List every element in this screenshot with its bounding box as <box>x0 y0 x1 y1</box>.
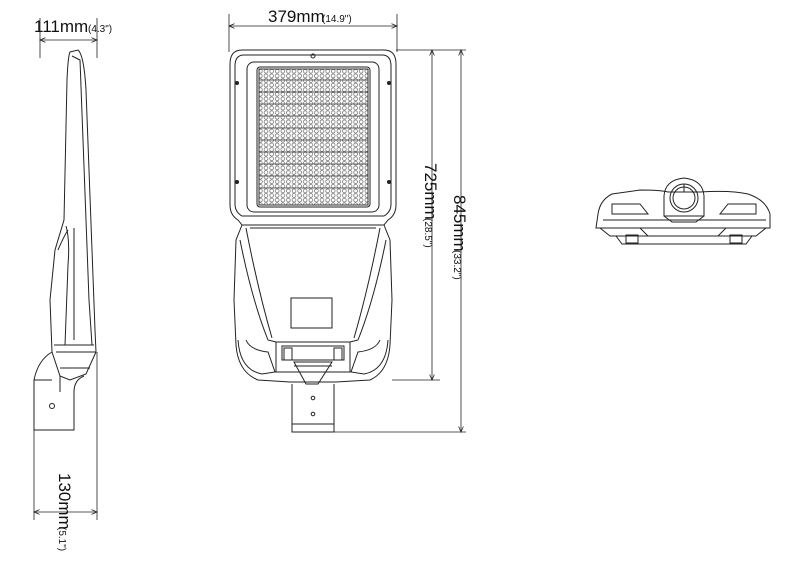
dim-label-111: 111mm (4.3") <box>34 17 112 36</box>
dim-111-main: 111mm <box>34 17 88 36</box>
dim-379-main: 379mm <box>268 7 325 26</box>
dim-130-main: 130mm <box>55 473 74 530</box>
dim-label-845: 845mm (33.2") <box>450 195 469 280</box>
dim-725-main: 725mm <box>421 163 440 220</box>
end-view <box>595 177 771 245</box>
dim-845-sub: (33.2") <box>451 250 462 280</box>
dim-130-sub: (5.1") <box>56 527 67 551</box>
dim-725-sub: (28.5") <box>422 218 433 248</box>
dim-379-sub: (14.9") <box>322 14 352 25</box>
dim-111-sub: (4.3") <box>88 24 112 35</box>
dim-845-main: 845mm <box>450 195 469 252</box>
dim-label-379: 379mm (14.9") <box>268 7 352 26</box>
dim-label-130: 130mm (5.1") <box>55 473 74 551</box>
side-view <box>34 18 97 520</box>
front-view <box>229 14 466 432</box>
dim-label-725: 725mm (28.5") <box>421 163 440 248</box>
